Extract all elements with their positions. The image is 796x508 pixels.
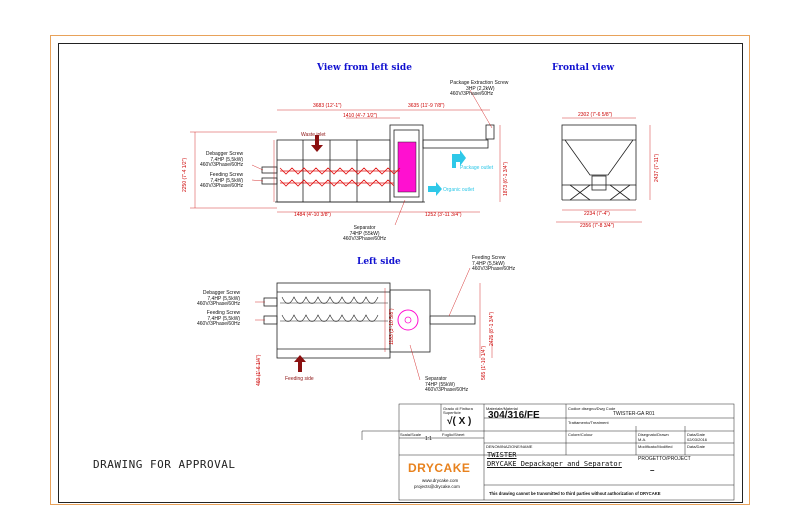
waste-inlet-arrow xyxy=(311,135,323,152)
tb-project-label: PROGETTO/PROJECT xyxy=(638,456,691,462)
tb-date-value: 02/03/2016 xyxy=(687,437,708,442)
tb-code-label: Codice disegno/Dwg Code xyxy=(568,406,616,411)
tb-drawn-label: Disegnato/Drawn xyxy=(638,432,669,437)
tb-date-label: Data/Date xyxy=(687,432,706,437)
dim-1252: 1252 (3'-11 3/4") xyxy=(425,212,462,218)
organic-outlet-label: Organic outlet xyxy=(443,187,475,193)
tb-name-value-1: TWISTER xyxy=(487,451,517,459)
dim-3635: 3635 (11'-9 7/8") xyxy=(408,103,445,109)
tb-scale-label: Scala/Scale xyxy=(400,432,422,437)
dim-1873: 1873 (6'-1 3/4") xyxy=(503,161,509,196)
tb-code-value: TWISTER-GA R01 xyxy=(613,411,655,417)
tb-material-label: Materiale/Material xyxy=(486,406,518,411)
organic-outlet-arrow xyxy=(428,182,442,196)
top-screw-flights xyxy=(280,296,388,322)
tb-material-value: 304/316/FE xyxy=(488,410,540,421)
dim-2475: 2475 (8'-1 3/4") xyxy=(489,311,495,346)
separator-body xyxy=(397,141,417,193)
tb-web: www.drycake.com xyxy=(422,478,459,483)
tb-color-label: Colore/Colour xyxy=(568,432,593,437)
drycake-logo: DRYCAKE xyxy=(408,461,471,475)
tb-email: projects@drycake.com xyxy=(414,484,460,489)
waste-inlet-label: Waste inlet xyxy=(301,132,326,138)
tb-scale-value: 1:1 xyxy=(425,436,432,442)
tb-modified-label: Modificato/Modified xyxy=(638,444,673,449)
tb-name-value-2: DRYCAKE Depackager and Separator xyxy=(487,460,622,468)
tb-date2-label: Data/Date xyxy=(687,444,706,449)
dim-height-side: 2250 (7'-4 1/2") xyxy=(182,157,188,192)
dim-1183: 1183 (3'-10 5/8") xyxy=(389,308,395,345)
tb-grade-label: Grado di Finitura xyxy=(443,406,473,411)
package-outlet-arrow xyxy=(452,150,466,168)
dim-2437: 2437 (7'-11") xyxy=(654,153,660,182)
feeding-side-label: Feeding side xyxy=(285,376,314,382)
sheet-border xyxy=(50,35,750,505)
tb-drawn-value: M.A. xyxy=(638,437,647,442)
top-dimension-lines xyxy=(255,267,493,384)
dim-1410: 1410 (4'-7 1/2") xyxy=(343,113,378,119)
dim-overall-length: 3683 (12'-1") xyxy=(313,103,342,109)
side-dimension-lines xyxy=(190,89,501,226)
frontal-view-drawing xyxy=(561,124,637,201)
dim-2356: 2356 (7'-8 3/4") xyxy=(580,223,615,229)
separator-flange xyxy=(397,309,419,331)
frontal-view-title: Frontal view xyxy=(552,63,615,73)
feeding-screw-flights xyxy=(279,167,401,187)
top-view-title: Left side xyxy=(357,257,401,267)
dim-1484: 1484 (4'-10 3/8") xyxy=(294,212,331,218)
tb-project-value: – xyxy=(650,466,655,475)
tb-treatment-label: Trattamento/Treatment xyxy=(568,420,609,425)
package-outlet-label: Package outlet xyxy=(460,165,494,171)
dim-2302: 2302 (7'-6 5/8") xyxy=(578,112,613,118)
tb-name-label: DENOMINAZIONE/NAME xyxy=(486,444,533,449)
approval-stamp-text: DRAWING FOR APPROVAL xyxy=(93,458,236,471)
tb-grade-value: √( X ) xyxy=(447,416,472,427)
dim-565: 565 (1'-10 1/4") xyxy=(481,345,487,380)
dim-460: 460 (1'-6 1/4") xyxy=(256,354,262,386)
title-block-grid xyxy=(398,403,735,501)
tb-grade-label2: Superficie xyxy=(443,410,461,415)
tb-sheet-label: Foglio/Sheet xyxy=(442,432,465,437)
tb-notice: This drawing cannot be transmitted to th… xyxy=(489,491,661,496)
side-view-title: View from left side xyxy=(317,63,412,73)
frontal-dimension-lines xyxy=(556,117,651,223)
feeding-side-arrow xyxy=(294,355,306,372)
drawing-frame xyxy=(58,43,743,503)
dim-2234: 2234 (7'-4") xyxy=(584,211,610,217)
